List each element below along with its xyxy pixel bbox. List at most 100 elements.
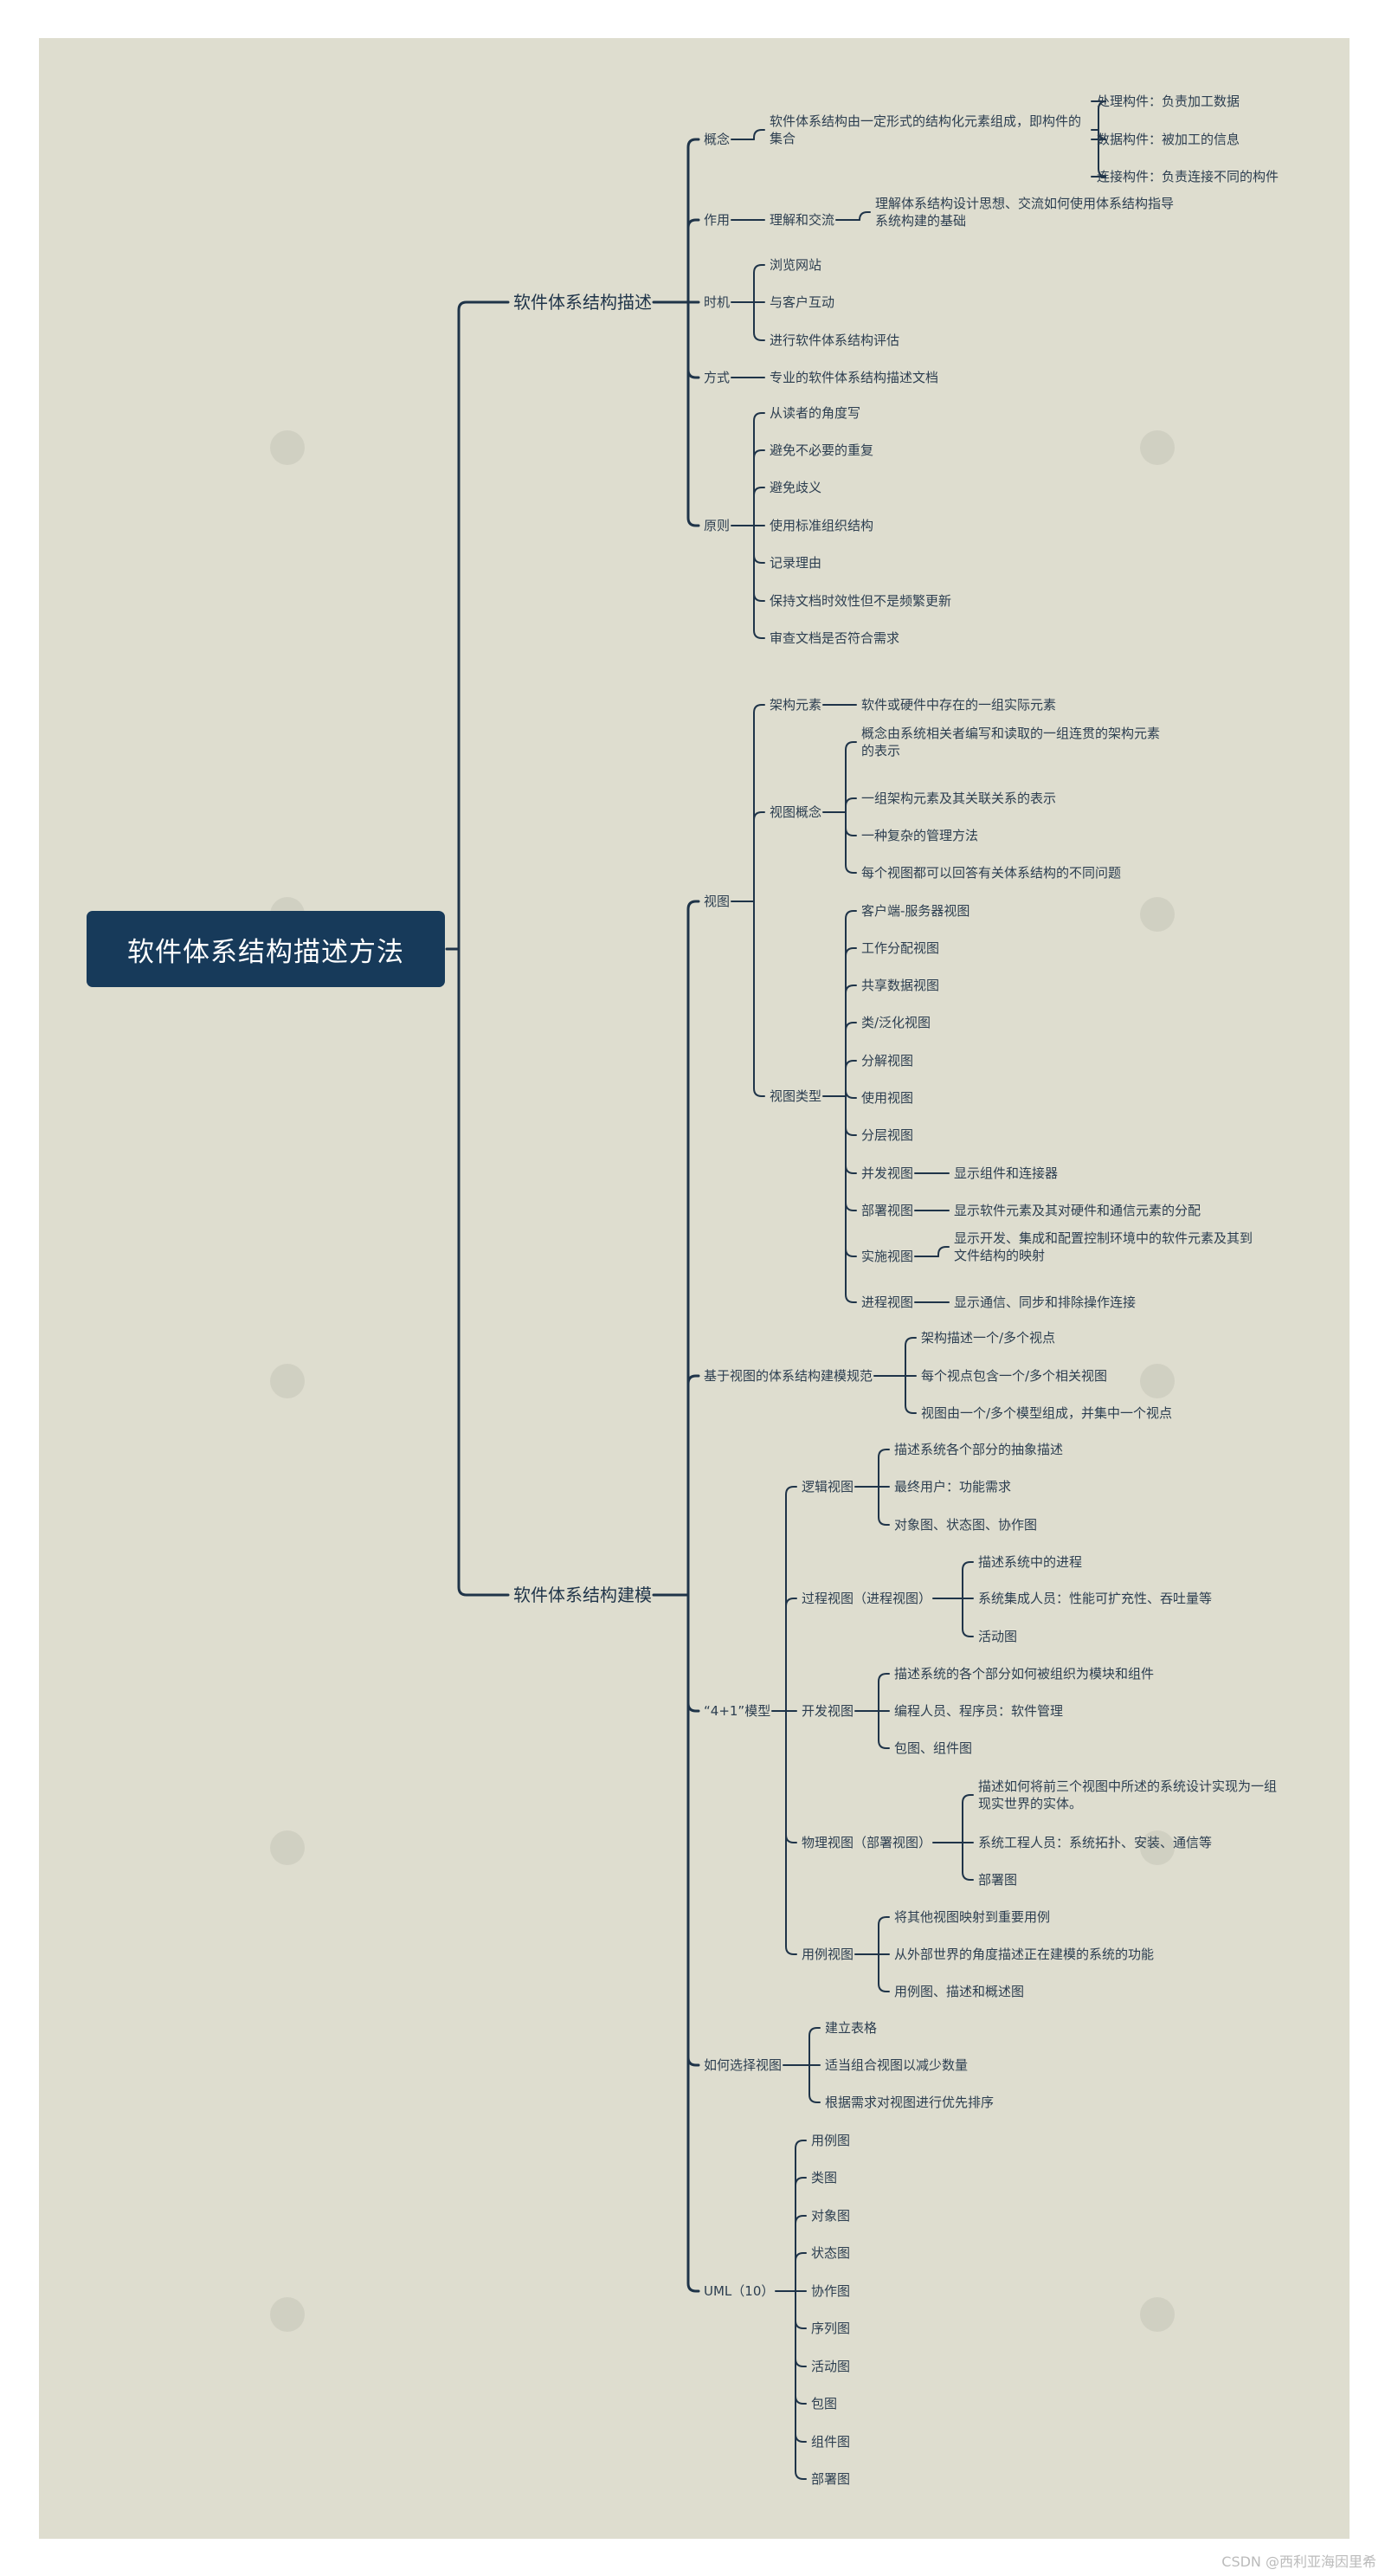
topic-b1c1[interactable]: 客户端-服务器视图 <box>861 903 970 919</box>
topic-b1c10[interactable]: 实施视图 <box>861 1249 914 1264</box>
topic-b2a[interactable]: 架构描述一个/多个视点 <box>921 1330 1056 1346</box>
topic-b1b3[interactable]: 一种复杂的管理方法 <box>861 828 979 843</box>
topic-b3b3[interactable]: 活动图 <box>978 1629 1018 1644</box>
topic-b3b1[interactable]: 描述系统中的进程 <box>978 1554 1083 1570</box>
topic-b3d2[interactable]: 系统工程人员：系统拓扑、安装、通信等 <box>978 1835 1213 1850</box>
topic-a2[interactable]: 作用 <box>704 212 731 228</box>
topic-b3e2[interactable]: 从外部世界的角度描述正在建模的系统的功能 <box>894 1947 1155 1962</box>
topic-b5i[interactable]: 组件图 <box>811 2434 851 2450</box>
topic-b3c2[interactable]: 编程人员、程序员：软件管理 <box>894 1703 1064 1719</box>
topic-b1c[interactable]: 视图类型 <box>770 1088 822 1104</box>
topic-b5[interactable]: UML（10） <box>704 2283 775 2299</box>
watermark-logo-icon <box>270 1830 305 1865</box>
topic-b3a2[interactable]: 最终用户：功能需求 <box>894 1479 1012 1495</box>
topic-b1c7[interactable]: 分层视图 <box>861 1127 914 1143</box>
topic-b1c9a[interactable]: 显示软件元素及其对硬件和通信元素的分配 <box>954 1203 1201 1218</box>
connector-line <box>785 1710 797 1843</box>
topic-b3a1[interactable]: 描述系统各个部分的抽象描述 <box>894 1442 1064 1457</box>
topic-a4a[interactable]: 专业的软件体系结构描述文档 <box>770 370 939 385</box>
topic-a1a2[interactable]: 数据构件：被加工的信息 <box>1097 132 1240 147</box>
topic-b1b2[interactable]: 一组架构元素及其关联关系的表示 <box>861 791 1057 806</box>
topic-b5e[interactable]: 协作图 <box>811 2283 851 2299</box>
topic-a3b[interactable]: 与客户互动 <box>770 294 835 310</box>
topic-b3b2[interactable]: 系统集成人员：性能可扩充性、吞吐量等 <box>978 1591 1213 1606</box>
topic-a5g[interactable]: 审查文档是否符合需求 <box>770 630 900 646</box>
topic-b4[interactable]: 如何选择视图 <box>704 2057 783 2073</box>
topic-a5d[interactable]: 使用标准组织结构 <box>770 518 874 533</box>
connector-line <box>795 2252 807 2292</box>
connector-line <box>785 1486 797 1712</box>
topic-b1c2[interactable]: 工作分配视图 <box>861 940 940 956</box>
topic-a2a1[interactable]: 理解体系结构设计思想、交流如何使用体系结构指导系统构建的基础 <box>875 196 1175 229</box>
topic-b1c3[interactable]: 共享数据视图 <box>861 978 940 993</box>
topic-b1c8[interactable]: 并发视图 <box>861 1165 914 1181</box>
topic-a1a1[interactable]: 处理构件：负责加工数据 <box>1097 94 1240 109</box>
connector-line <box>753 129 765 140</box>
topic-a5a[interactable]: 从读者的角度写 <box>770 405 861 421</box>
topic-b1c11[interactable]: 进程视图 <box>861 1294 914 1310</box>
topic-b5d[interactable]: 状态图 <box>811 2245 851 2261</box>
footer-credit: CSDN @西利亚海因里希 <box>1221 2553 1376 2570</box>
topic-b2[interactable]: 基于视图的体系结构建模规范 <box>704 1368 873 1384</box>
topic-b3a3[interactable]: 对象图、状态图、协作图 <box>894 1517 1038 1533</box>
topic-b1[interactable]: 视图 <box>704 894 731 909</box>
topic-b5j[interactable]: 部署图 <box>811 2471 851 2487</box>
topic-a5c[interactable]: 避免歧义 <box>770 480 822 495</box>
topic-b3e1[interactable]: 将其他视图映射到重要用例 <box>894 1909 1051 1925</box>
topic-b2c[interactable]: 视图由一个/多个模型组成，并集中一个视点 <box>921 1405 1173 1421</box>
topic-b3e3[interactable]: 用例图、描述和概述图 <box>894 1984 1025 1999</box>
topic-a[interactable]: 软件体系结构描述 <box>513 292 652 313</box>
topic-a5b[interactable]: 避免不必要的重复 <box>770 442 874 458</box>
topic-b3c3[interactable]: 包图、组件图 <box>894 1740 973 1756</box>
topic-b1a1[interactable]: 软件或硬件中存在的一组实际元素 <box>861 697 1057 713</box>
root-topic[interactable]: 软件体系结构描述方法 <box>87 911 445 987</box>
topic-b3b[interactable]: 过程视图（进程视图） <box>802 1591 932 1606</box>
topic-b3c[interactable]: 开发视图 <box>802 1703 854 1719</box>
topic-b1c11a[interactable]: 显示通信、同步和排除操作连接 <box>954 1294 1137 1310</box>
topic-b3[interactable]: “4+1”模型 <box>704 1703 771 1719</box>
topic-b1c8a[interactable]: 显示组件和连接器 <box>954 1165 1059 1181</box>
topic-b3d[interactable]: 物理视图（部署视图） <box>802 1835 932 1850</box>
topic-b1b[interactable]: 视图概念 <box>770 804 822 820</box>
topic-b2b[interactable]: 每个视点包含一个/多个相关视图 <box>921 1368 1108 1384</box>
topic-b1c4[interactable]: 类/泛化视图 <box>861 1015 931 1030</box>
topic-b5f[interactable]: 序列图 <box>811 2321 851 2336</box>
topic-b4a[interactable]: 建立表格 <box>825 2020 878 2036</box>
topic-b1c9[interactable]: 部署视图 <box>861 1203 914 1218</box>
topic-a2a[interactable]: 理解和交流 <box>770 212 835 228</box>
topic-a5e[interactable]: 记录理由 <box>770 555 822 571</box>
topic-b1c5[interactable]: 分解视图 <box>861 1053 914 1068</box>
watermark-logo-icon <box>1140 2297 1175 2332</box>
topic-a3c[interactable]: 进行软件体系结构评估 <box>770 332 900 348</box>
connector-line <box>1091 100 1107 131</box>
connector-line <box>753 412 765 526</box>
topic-a5[interactable]: 原则 <box>704 518 731 533</box>
topic-a3a[interactable]: 浏览网站 <box>770 257 822 273</box>
topic-b1c6[interactable]: 使用视图 <box>861 1090 914 1106</box>
topic-b3e[interactable]: 用例视图 <box>802 1947 854 1962</box>
topic-b1b1[interactable]: 概念由系统相关者编写和读取的一组连贯的架构元素的表示 <box>861 726 1161 759</box>
topic-a1a[interactable]: 软件体系结构由一定形式的结构化元素组成，即构件的集合 <box>770 113 1082 146</box>
topic-a4[interactable]: 方式 <box>704 370 731 385</box>
topic-b5g[interactable]: 活动图 <box>811 2359 851 2374</box>
topic-b[interactable]: 软件体系结构建模 <box>513 1585 652 1605</box>
connector-line <box>962 1561 974 1599</box>
topic-a5f[interactable]: 保持文档时效性但不是频繁更新 <box>770 593 952 609</box>
topic-b3d1[interactable]: 描述如何将前三个视图中所述的系统设计实现为一组现实世界的实体。 <box>978 1779 1278 1811</box>
topic-a3[interactable]: 时机 <box>704 294 731 310</box>
topic-b3a[interactable]: 逻辑视图 <box>802 1479 854 1495</box>
topic-b5h[interactable]: 包图 <box>811 2396 838 2411</box>
topic-b5a[interactable]: 用例图 <box>811 2133 851 2148</box>
topic-b5b[interactable]: 类图 <box>811 2170 838 2185</box>
topic-b1b4[interactable]: 每个视图都可以回答有关体系结构的不同问题 <box>861 865 1122 881</box>
topic-b1a[interactable]: 架构元素 <box>770 697 822 713</box>
topic-b3d3[interactable]: 部署图 <box>978 1872 1018 1888</box>
topic-b3c1[interactable]: 描述系统的各个部分如何被组织为模块和组件 <box>894 1666 1155 1682</box>
topic-b5c[interactable]: 对象图 <box>811 2208 851 2224</box>
topic-b1c10a[interactable]: 显示开发、集成和配置控制环境中的软件元素及其到文件结构的映射 <box>954 1230 1253 1263</box>
connector-line <box>753 487 765 526</box>
topic-b4c[interactable]: 根据需求对视图进行优先排序 <box>825 2095 995 2110</box>
topic-a1[interactable]: 概念 <box>704 132 731 147</box>
topic-b4b[interactable]: 适当组合视图以减少数量 <box>825 2057 969 2073</box>
topic-a1a3[interactable]: 连接构件：负责连接不同的构件 <box>1097 169 1279 184</box>
